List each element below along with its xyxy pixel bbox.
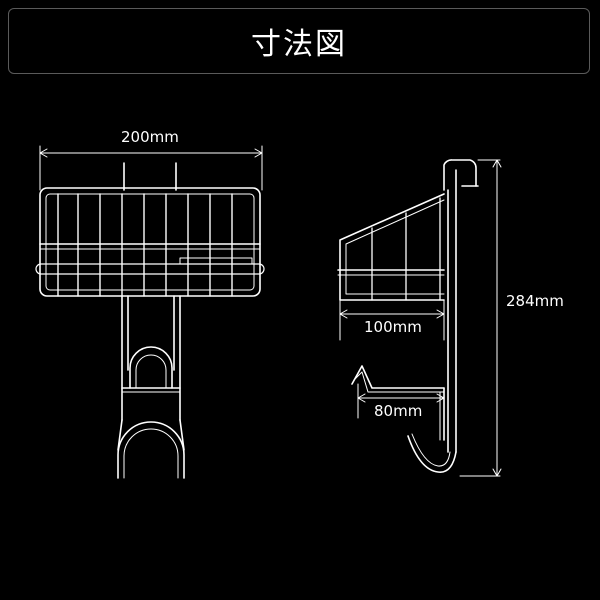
height-label: 284mm	[506, 292, 564, 310]
height-dimension-line	[459, 159, 502, 477]
basket-frame	[35, 187, 265, 297]
side-basket	[337, 193, 445, 301]
side-view	[337, 159, 502, 477]
depth-bottom-dimension-line	[357, 383, 445, 419]
page-title: 寸法図	[251, 27, 347, 62]
top-hooks	[123, 162, 177, 191]
title-bar: 寸法図	[8, 8, 590, 74]
depth-top-label: 100mm	[364, 318, 422, 336]
basket-wires	[57, 193, 233, 297]
side-lower-holder	[351, 365, 457, 473]
back-bar	[443, 159, 479, 453]
center-stem	[117, 295, 185, 479]
width-label: 200mm	[121, 128, 179, 146]
front-view	[35, 145, 265, 479]
width-dimension-line	[39, 145, 263, 191]
depth-top-dimension-line	[339, 299, 445, 341]
depth-bottom-label: 80mm	[374, 402, 423, 420]
